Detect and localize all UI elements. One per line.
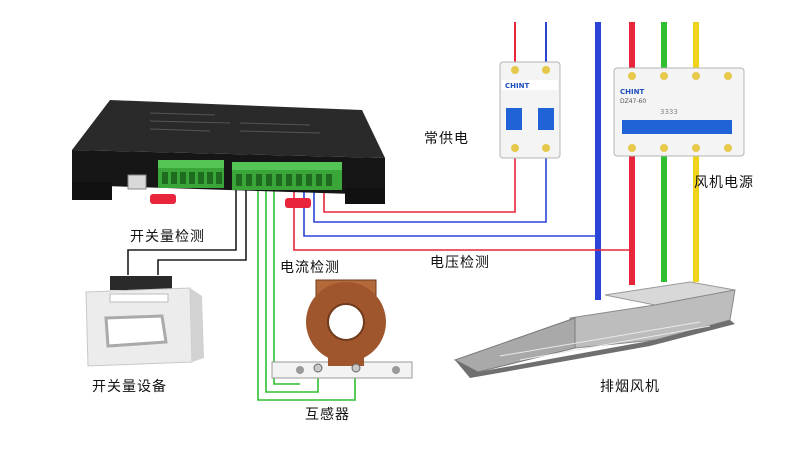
label-fan-power: 风机电源 bbox=[694, 175, 754, 191]
small-breaker: CHINT bbox=[499, 61, 561, 159]
large-breaker-rating: 3333 bbox=[660, 108, 678, 116]
switch-device-label bbox=[109, 293, 169, 303]
label-voltage-detect: 电压检测 bbox=[430, 255, 490, 271]
wire-switch-detect-b bbox=[157, 185, 247, 275]
controller-top bbox=[72, 100, 385, 158]
switch-device-side bbox=[190, 288, 204, 362]
large-breaker-handle[interactable] bbox=[622, 120, 732, 134]
wire-switch-detect-a bbox=[127, 185, 237, 275]
terminal-block-left bbox=[158, 160, 224, 188]
wire-constant-power-red bbox=[323, 152, 516, 213]
wire-constant-power-blue bbox=[313, 152, 547, 223]
white-connector bbox=[127, 174, 147, 190]
label-transformer: 互感器 bbox=[305, 407, 350, 423]
hood-front bbox=[453, 317, 576, 373]
switch-device-cap bbox=[110, 276, 172, 290]
small-breaker-handle-left[interactable] bbox=[506, 108, 522, 130]
wire-current-1 bbox=[257, 185, 356, 401]
wire-current-2 bbox=[265, 185, 319, 393]
wire-voltage-red bbox=[293, 185, 632, 251]
label-switch-detect: 开关量检测 bbox=[130, 229, 205, 245]
label-current-detect: 电流检测 bbox=[280, 260, 340, 276]
switch-device bbox=[85, 276, 204, 367]
hood-bottom bbox=[455, 320, 735, 378]
wire-current-3 bbox=[273, 185, 300, 385]
large-breaker-body bbox=[613, 67, 745, 157]
current-transformer: P1 bbox=[271, 279, 413, 379]
main-power-lines bbox=[595, 22, 699, 300]
small-breaker-handle-right[interactable] bbox=[538, 108, 554, 130]
mount-ear-left bbox=[72, 182, 112, 200]
label-switch-device: 开关量设备 bbox=[92, 379, 167, 395]
label-constant-power: 常供电 bbox=[424, 131, 469, 147]
large-breaker-brand: CHINT bbox=[620, 88, 644, 96]
controller-device bbox=[72, 100, 385, 208]
controller-printed-text bbox=[149, 112, 321, 134]
large-breaker-model: DZ47-60 bbox=[620, 98, 646, 105]
din-clip-left bbox=[150, 194, 176, 204]
small-breaker-brand: CHINT bbox=[505, 82, 529, 90]
switch-device-window bbox=[104, 314, 168, 348]
label-exhaust-fan: 排烟风机 bbox=[600, 379, 660, 395]
din-clip-right bbox=[285, 198, 311, 208]
terminal-block-right bbox=[232, 162, 342, 190]
mount-ear-right bbox=[345, 188, 385, 204]
fan-power-breaker: CHINT DZ47-60 3333 bbox=[613, 67, 745, 157]
exhaust-fan-hood bbox=[453, 281, 736, 378]
